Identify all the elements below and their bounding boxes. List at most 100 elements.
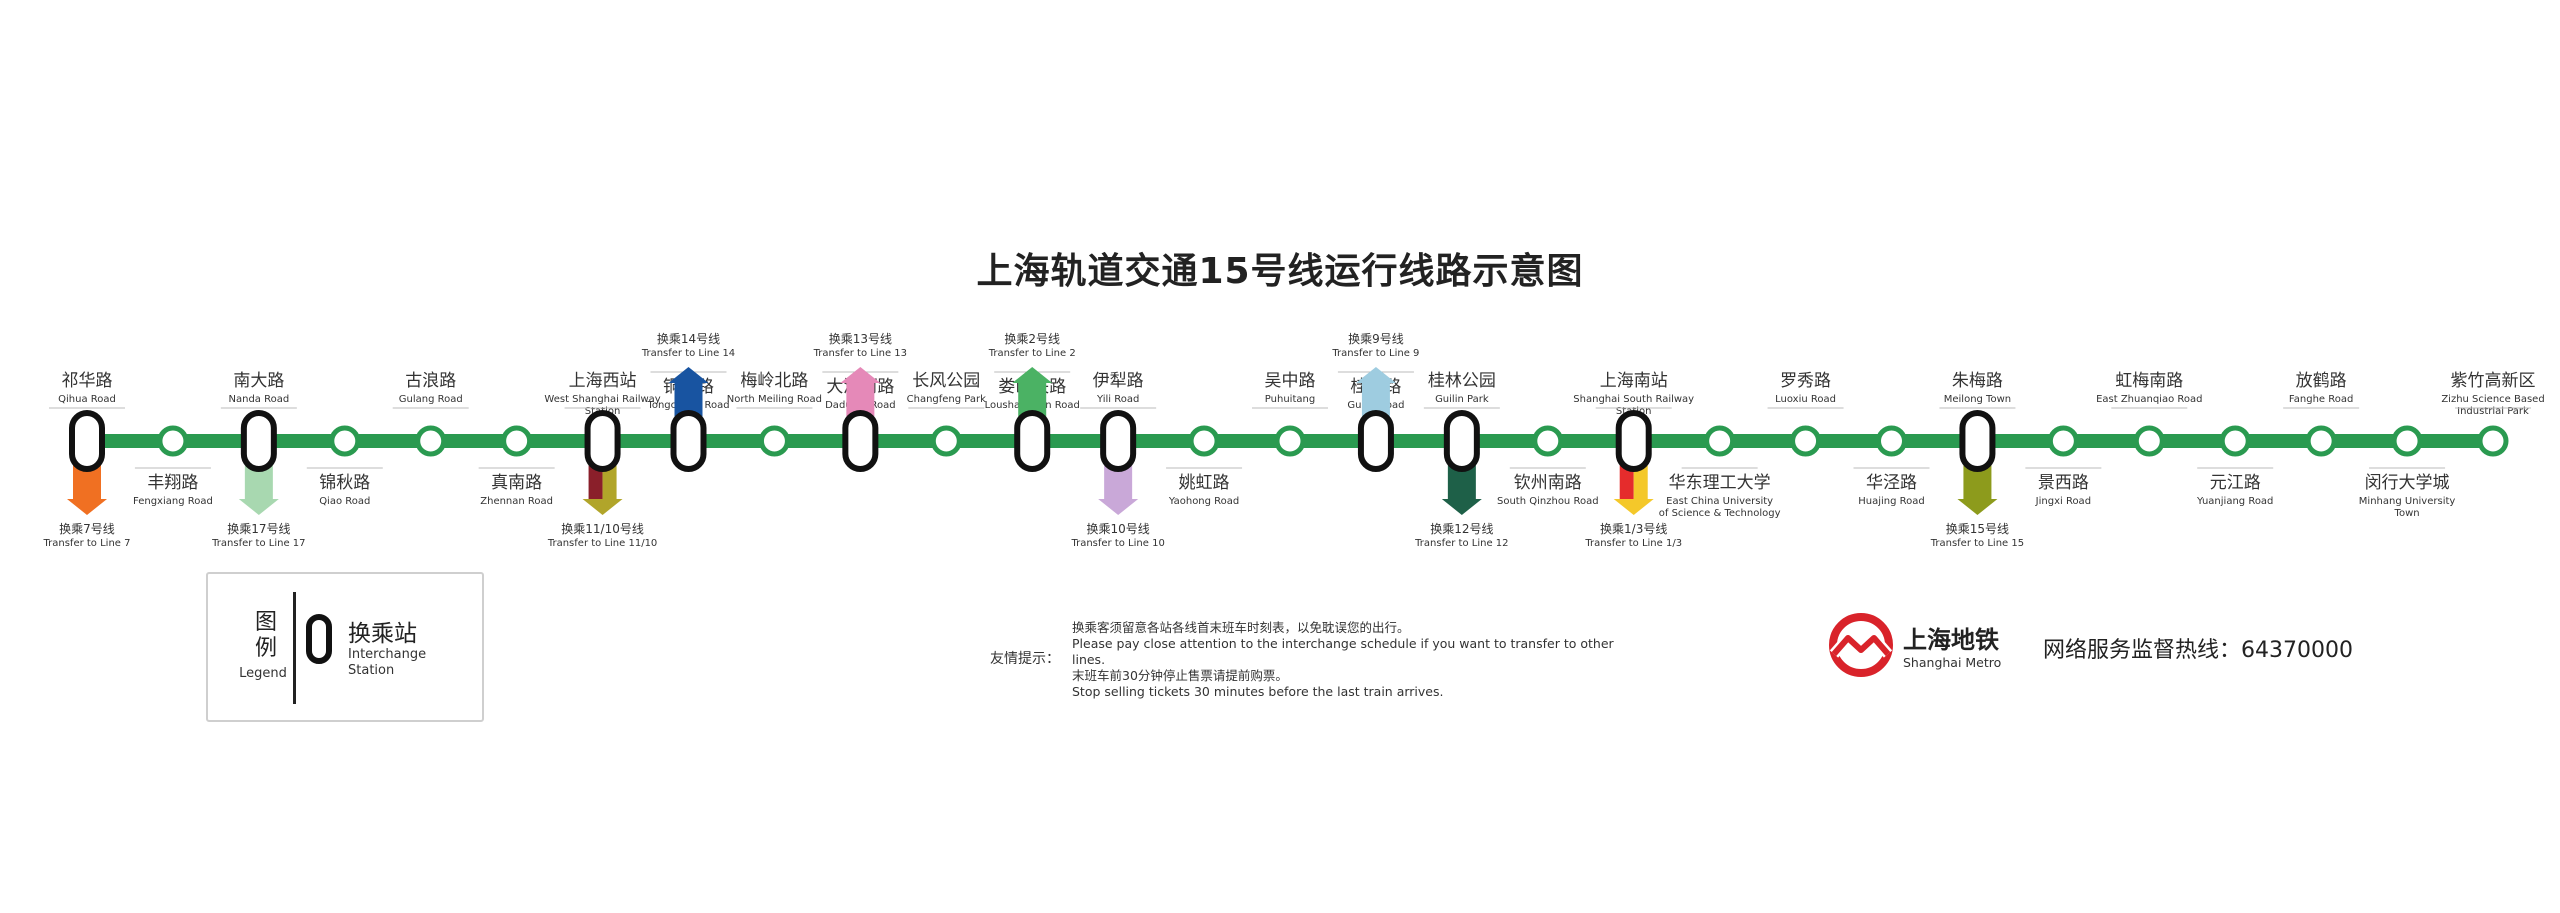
legend-box: 图例 Legend 换乘站 Interchange Station xyxy=(206,572,484,722)
station-name: 锦秋路 xyxy=(319,473,370,493)
transfer-label: 换乘2号线 xyxy=(1004,332,1060,346)
station-name: 虹梅南路 xyxy=(2115,371,2183,391)
brand-name-en: Shanghai Metro xyxy=(1903,655,2002,670)
station-name: 闵行大学城 xyxy=(2365,473,2450,493)
station-marker xyxy=(415,425,447,457)
tips-text: 换乘客须留意各站各线首末班车时刻表，以免耽误您的出行。 Please pay c… xyxy=(1072,620,1632,700)
transfer-label: 换乘1/3号线 xyxy=(1600,522,1667,536)
transfer-label: 换乘14号线 xyxy=(657,332,720,346)
transfer-arrow-head xyxy=(1098,499,1139,515)
interchange-station-marker xyxy=(1357,410,1394,472)
station: 罗秀路 Luoxiu Road xyxy=(1767,371,1844,457)
station-name-en: Luoxiu Road xyxy=(1775,394,1836,405)
station: 梅岭北路 North Meiling Road xyxy=(727,371,822,457)
interchange-symbol-icon xyxy=(306,614,332,664)
transfer-arrow-head xyxy=(1957,499,1998,515)
station-name-en: Town xyxy=(2394,508,2420,519)
legend-divider xyxy=(293,592,296,704)
station-name: 祁华路 xyxy=(62,371,113,391)
tips-line: Please pay close attention to the interc… xyxy=(1072,636,1614,667)
station-name: 上海南站 xyxy=(1600,371,1668,391)
legend-item-label: 换乘站 xyxy=(348,621,417,647)
station-name-en: Guilin Park xyxy=(1435,394,1489,405)
station-name-en: Puhuitang xyxy=(1265,394,1315,405)
brand-name: 上海地铁 xyxy=(1903,626,1999,654)
station-name-en: Qihua Road xyxy=(58,394,116,405)
transfer-label: 换乘10号线 xyxy=(1087,522,1150,536)
station-marker xyxy=(2477,425,2509,457)
legend-title: 图例 xyxy=(254,610,277,661)
station-marker xyxy=(1188,425,1220,457)
transfer-label: 换乘13号线 xyxy=(829,332,892,346)
station-name: 桂林公园 xyxy=(1428,371,1496,391)
transfer-arrow-shaft xyxy=(1619,465,1634,499)
interchange-station-marker xyxy=(1443,410,1480,472)
transfer-label-en: Transfer to Line 15 xyxy=(1930,538,2024,549)
station: 姚虹路 Yaohong Road xyxy=(1166,425,1243,507)
interchange-station-marker xyxy=(670,410,707,472)
transfer-label: 换乘9号线 xyxy=(1348,332,1404,346)
station-name: 姚虹路 xyxy=(1179,473,1230,493)
station-name-en: Gulang Road xyxy=(399,394,463,405)
transfer-label: 换乘15号线 xyxy=(1946,522,2009,536)
station-name-en: North Meiling Road xyxy=(727,394,822,405)
hotline-text: 网络服务监督热线：64370000 xyxy=(2043,638,2353,663)
station-marker xyxy=(2047,425,2079,457)
interchange-station-marker xyxy=(842,410,879,472)
transfer-arrow-head xyxy=(840,367,881,383)
transfer-arrow-head xyxy=(1012,367,1053,383)
interchange-station-marker xyxy=(1615,410,1652,472)
interchange-station-marker xyxy=(1014,410,1051,472)
station-name-en: East Zhuanqiao Road xyxy=(2096,394,2202,405)
transfer-arrow-shaft xyxy=(588,465,603,499)
transfer-label-en: Transfer to Line 7 xyxy=(43,538,131,549)
legend-title-en: Legend xyxy=(239,666,287,681)
shanghai-metro-logo-icon xyxy=(1829,613,1893,677)
tips-line: 换乘客须留意各站各线首末班车时刻表，以免耽误您的出行。 xyxy=(1072,620,1410,635)
station-name-en: Yaohong Road xyxy=(1168,496,1239,507)
interchange-station-marker xyxy=(1959,410,1996,472)
map-title: 上海轨道交通15号线运行线路示意图 xyxy=(976,251,1584,292)
station-name: 真南路 xyxy=(491,473,542,493)
station-name: 景西路 xyxy=(2038,473,2089,493)
station-name: 南大路 xyxy=(233,371,284,391)
station-name: 华泾路 xyxy=(1866,473,1917,493)
transfer-arrow-head xyxy=(1355,367,1396,383)
station-name: 朱梅路 xyxy=(1952,371,2003,391)
tips-line: Stop selling tickets 30 minutes before t… xyxy=(1072,684,1444,699)
interchange-station-marker xyxy=(1100,410,1137,472)
transfer-label-en: Transfer to Line 9 xyxy=(1331,348,1419,359)
station-name: 古浪路 xyxy=(405,371,456,391)
transfer-label-en: Transfer to Line 12 xyxy=(1414,538,1508,549)
station-name: 长风公园 xyxy=(912,371,980,391)
station: 真南路 Zhennan Road xyxy=(478,425,555,507)
station-name-en: Zhennan Road xyxy=(480,496,553,507)
station-name: 梅岭北路 xyxy=(740,371,808,391)
station-name: 放鹤路 xyxy=(2296,371,2347,391)
station-marker xyxy=(1532,425,1564,457)
station-name-en: of Science & Technology xyxy=(1659,508,1781,519)
station-marker xyxy=(2219,425,2251,457)
station-name-en: Minhang University xyxy=(2359,496,2456,507)
station-name: 华东理工大学 xyxy=(1669,473,1771,493)
station-name: 罗秀路 xyxy=(1780,371,1831,391)
transfer-label-en: Transfer to Line 2 xyxy=(988,348,1076,359)
station-name-en: Yuanjiang Road xyxy=(2196,496,2273,507)
